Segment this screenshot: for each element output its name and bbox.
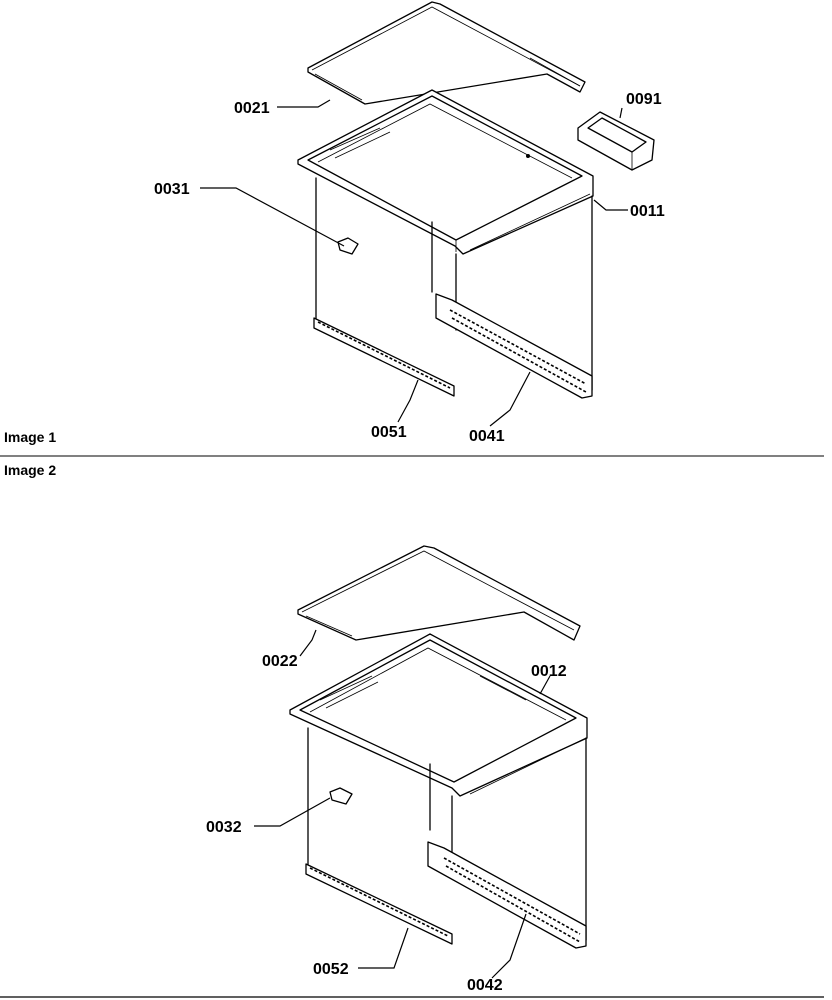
part-label-0051: 0051 — [371, 424, 407, 441]
part-label-0042: 0042 — [467, 977, 503, 994]
part-label-0091: 0091 — [626, 91, 662, 108]
part-label-0021: 0021 — [234, 100, 270, 117]
part-label-0041: 0041 — [469, 428, 505, 445]
part-label-0022: 0022 — [262, 653, 298, 670]
crisper-pan-right-2 — [427, 737, 587, 949]
glass-shelf-top-1 — [307, 1, 586, 105]
humidity-control-2 — [329, 787, 353, 805]
image-2-assembly — [254, 545, 588, 979]
crisper-pan-left-1 — [313, 177, 455, 397]
part-label-0032: 0032 — [206, 819, 242, 836]
part-label-0012: 0012 — [531, 663, 567, 680]
image-1-label: Image 1 — [4, 429, 56, 445]
crisper-pan-right-1 — [435, 195, 593, 399]
part-label-0031: 0031 — [154, 181, 190, 198]
image-2-label: Image 2 — [4, 462, 56, 478]
crisper-pan-left-2 — [305, 727, 453, 945]
part-label-0052: 0052 — [313, 961, 349, 978]
humidity-control-1 — [337, 237, 359, 255]
air-duct-1 — [577, 111, 655, 171]
image-1-assembly — [200, 1, 655, 427]
glass-shelf-top-2 — [297, 545, 581, 641]
part-label-0011: 0011 — [630, 203, 665, 220]
crisper-cover-frame-2 — [289, 633, 588, 797]
crisper-cover-frame-1 — [297, 89, 594, 255]
